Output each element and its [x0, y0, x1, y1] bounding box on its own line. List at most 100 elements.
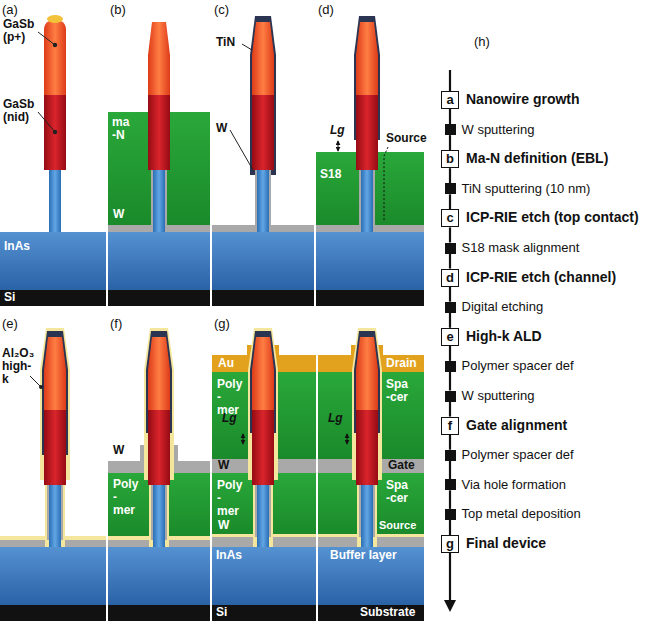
substep-square: S18 mask alignment: [445, 243, 456, 254]
step-box: fGate alignment: [441, 417, 459, 435]
panel-c-drawing: [212, 290, 314, 306]
layer-label: Poly -mer: [113, 478, 138, 517]
flow-connector: [449, 372, 451, 391]
panel-g-right-drawing: [318, 547, 424, 605]
panel-a-drawing: [44, 20, 66, 95]
layer-label: Substrate: [360, 606, 415, 619]
region-label: Source: [386, 132, 427, 145]
flow-connector: [449, 520, 451, 535]
step-box: dICP-RIE etch (channel): [441, 269, 459, 287]
panel-e-drawing: [40, 328, 70, 547]
panel-c-drawing: [242, 44, 252, 50]
panel-a-drawing: [0, 232, 106, 290]
panel-c-drawing: [252, 22, 274, 232]
terminal-label: Source: [379, 519, 416, 532]
substep-square: W sputtering: [445, 124, 456, 135]
panel-f-drawing: [108, 605, 210, 621]
step-letter: a: [442, 92, 458, 108]
panel-c-drawing: [212, 232, 314, 290]
bottom-row-drawing: [0, 328, 424, 621]
substep-square: Polymer spacer def: [445, 450, 456, 461]
flow-connector: [449, 313, 451, 328]
panel-a-drawing: [0, 15, 106, 306]
layer-label: W: [113, 208, 124, 221]
panel-a-drawing: [38, 112, 55, 132]
layer-label: ma -N: [112, 116, 129, 142]
step-label: W sputtering: [462, 387, 535, 404]
flow-connector: [449, 490, 451, 509]
panel-g-right-drawing: [318, 328, 424, 621]
panel-g-left-drawing: [212, 547, 316, 605]
step-label: S18 mask alignment: [462, 239, 580, 256]
layer-label: InAs: [216, 549, 242, 562]
flow-connector: [449, 194, 451, 209]
panel-a-drawing: [44, 95, 66, 170]
substep-square: TiN sputtering (10 nm): [445, 183, 456, 194]
layer-label: W: [113, 444, 124, 457]
panel-b-drawing: [108, 232, 210, 290]
layer-label: W: [218, 519, 229, 532]
panel-a-drawing: [0, 290, 106, 306]
layer-label: Spa -cer: [386, 378, 408, 404]
panel-a-drawing: [38, 32, 55, 45]
step-label: Final device: [466, 535, 546, 552]
substep-square: Polymer spacer def: [445, 361, 456, 372]
step-label: Nanowire growth: [466, 91, 580, 108]
panel-d-drawing: [316, 290, 424, 306]
step-label: W sputtering: [462, 121, 535, 138]
layer-label: Poly -mer: [217, 479, 242, 518]
step-label: Digital etching: [462, 298, 544, 315]
step-label: Gate alignment: [466, 417, 567, 434]
layer-label: S18: [320, 168, 341, 181]
flow-spine: [444, 600, 456, 612]
step-label: ICP-RIE etch (channel): [466, 269, 616, 286]
panel-a-drawing: [47, 15, 63, 23]
layer-label: InAs: [4, 240, 30, 253]
step-letter: b: [442, 151, 458, 167]
step-letter: e: [442, 329, 458, 345]
panel-f-drawing: [148, 337, 170, 547]
terminal-label: Gate: [388, 459, 415, 472]
substep-square: W sputtering: [445, 391, 456, 402]
panel-f-drawing: [108, 328, 210, 621]
panel-g-right-drawing: [352, 328, 382, 547]
step-letter: d: [442, 270, 458, 286]
flow-connector: [449, 254, 451, 269]
step-label: Polymer spacer def: [462, 357, 574, 374]
panel-b-drawing: [148, 22, 170, 232]
panel-g-left-drawing: [248, 328, 278, 547]
panel-g-left-drawing: [212, 328, 316, 621]
dimension-label: Lg: [330, 124, 345, 137]
flow-connector: [449, 109, 451, 124]
layer-label: GaSb (nid): [3, 98, 34, 124]
panel-e-drawing: [30, 376, 41, 387]
step-letter: g: [442, 536, 458, 552]
panel-g-right-drawing: [347, 434, 348, 444]
panel-a-drawing: [53, 130, 57, 134]
layer-label: Al₂O₃ high-k: [2, 347, 34, 386]
panel-letter: (c): [214, 2, 229, 17]
panel-e-drawing: [44, 337, 66, 547]
panel-letter: (h): [474, 34, 490, 49]
panel-a-drawing: [49, 165, 61, 232]
panel-letter: (d): [318, 2, 334, 17]
panel-g-left-drawing: [212, 605, 316, 621]
layer-label: Buffer layer: [330, 549, 397, 562]
flow-connector: [449, 168, 451, 183]
step-box: cICP-RIE etch (top contact): [441, 209, 459, 227]
terminal-label: Drain: [386, 357, 417, 370]
step-label: High-k ALD: [466, 328, 542, 345]
layer-label: W: [218, 459, 229, 472]
flow-connector: [449, 402, 451, 417]
panel-d-drawing: [384, 147, 388, 222]
panel-e-drawing: [0, 605, 106, 621]
panel-c-drawing: [230, 130, 253, 170]
panel-e-drawing: [39, 385, 43, 389]
layer-label: W: [216, 122, 227, 135]
panel-d-drawing: [316, 16, 424, 306]
layer-label: Si: [216, 606, 227, 619]
panel-b-drawing: [108, 22, 210, 306]
flow-connector: [449, 227, 451, 242]
layer-label: TiN: [216, 36, 235, 49]
panel-letter: (e): [2, 316, 18, 331]
